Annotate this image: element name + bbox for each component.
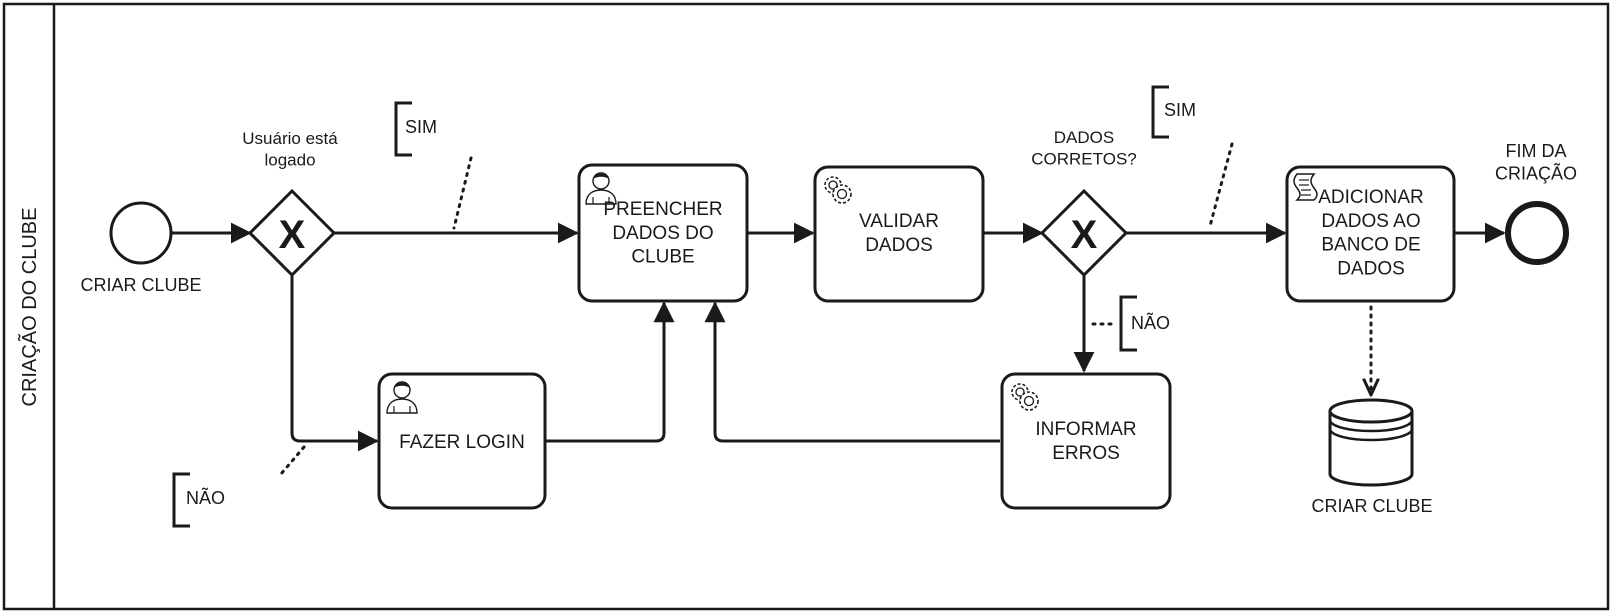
flow-gateway-to-login	[290, 275, 379, 452]
annotation-logged-yes-text: SIM	[405, 117, 437, 137]
sequence-flows	[171, 222, 1506, 452]
annotation-logged-yes: SIM	[394, 101, 473, 230]
annotation-correct-no: NÃO	[1091, 295, 1170, 352]
datastore-label: CRIAR CLUBE	[1311, 496, 1432, 516]
annotation-correct-yes: SIM	[1151, 85, 1234, 228]
annotation-logged-no-text: NÃO	[186, 487, 225, 508]
script-icon	[1293, 173, 1318, 201]
start-event-label: CRIAR CLUBE	[80, 275, 201, 295]
user-icon	[585, 172, 617, 205]
annotation-logged-no: NÃO	[172, 445, 306, 528]
pool-label: CRIAÇÃO DO CLUBE	[17, 208, 41, 407]
datastore-icon	[1328, 398, 1414, 487]
end-event	[1505, 201, 1569, 265]
gear-icon	[824, 176, 852, 204]
gateway-correct-marker: X	[1071, 213, 1098, 257]
annotation-correct-yes-text: SIM	[1164, 100, 1196, 120]
gateway-logged: X	[247, 188, 337, 278]
flow-errors-to-fill	[704, 301, 1000, 443]
user-icon	[386, 381, 418, 414]
start-event	[109, 201, 173, 265]
flow-login-to-fill	[545, 301, 675, 443]
gateway-correct: X	[1039, 188, 1129, 278]
annotation-logged-no-link	[279, 445, 306, 476]
task-login: FAZER LOGIN	[377, 372, 547, 510]
annotation-correct-no-text: NÃO	[1131, 312, 1170, 333]
annotation-logged-yes-link	[452, 156, 473, 230]
task-login-label: FAZER LOGIN	[399, 432, 525, 453]
gateway-logged-marker: X	[279, 213, 306, 257]
gear-icon	[1011, 383, 1039, 411]
annotation-correct-yes-link	[1208, 142, 1234, 228]
